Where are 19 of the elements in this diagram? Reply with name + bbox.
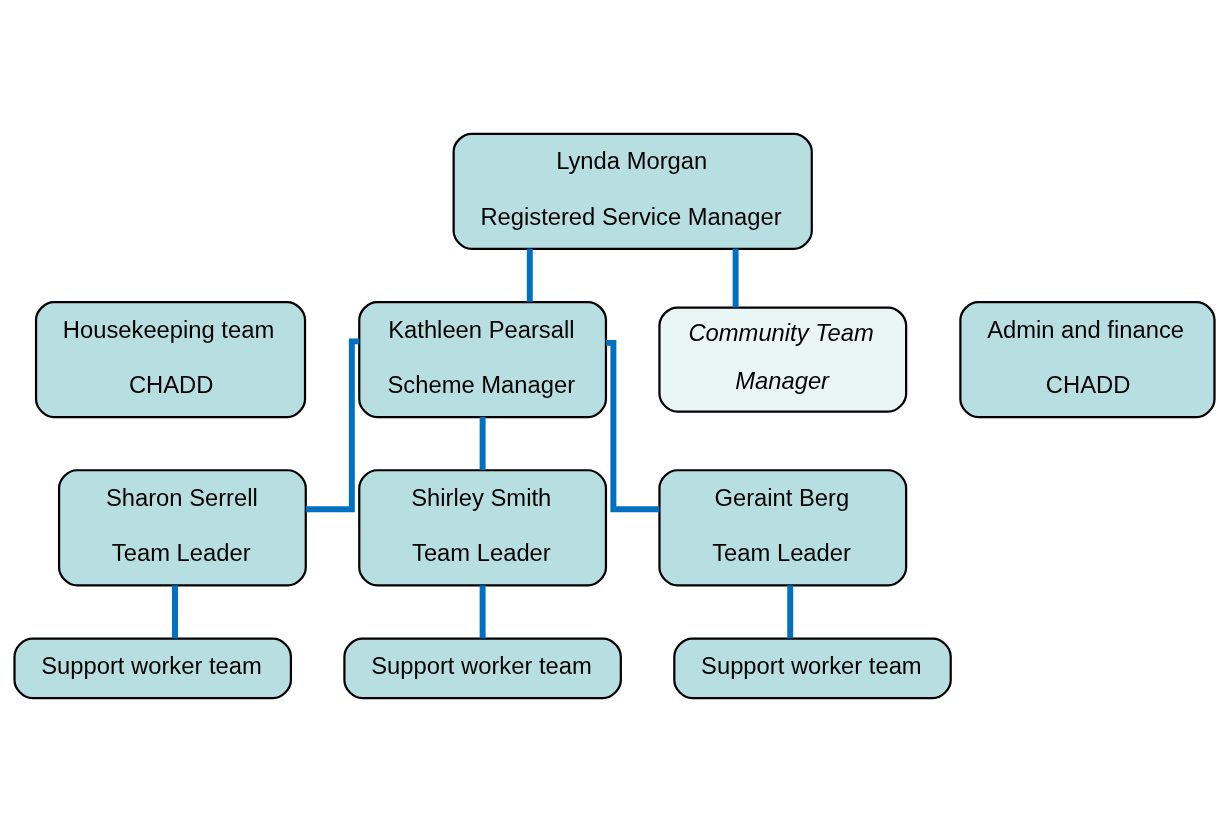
connector (172, 584, 178, 638)
node-box: Geraint Berg Team Leader (658, 468, 908, 586)
node-box: Lynda Morgan Registered Service Manager (452, 132, 813, 250)
connector (787, 584, 794, 638)
connector (479, 416, 486, 470)
node-box: Support worker team (13, 637, 293, 699)
node-box: Community Team Manager (658, 305, 908, 413)
node-box: Support worker team (343, 637, 622, 699)
node-box: Support worker team (673, 637, 952, 699)
node-box: Shirley Smith Team Leader (358, 468, 608, 586)
node-box: Admin and finance CHADD (959, 300, 1216, 418)
connector (306, 337, 360, 512)
node-box: Sharon Serrell Team Leader (57, 468, 307, 586)
node-box: Housekeeping team CHADD (34, 300, 307, 418)
connector (526, 248, 533, 302)
connector (606, 339, 660, 512)
connector (479, 584, 486, 638)
node-box: Kathleen Pearsall Scheme Manager (358, 300, 608, 418)
connector (732, 248, 739, 307)
